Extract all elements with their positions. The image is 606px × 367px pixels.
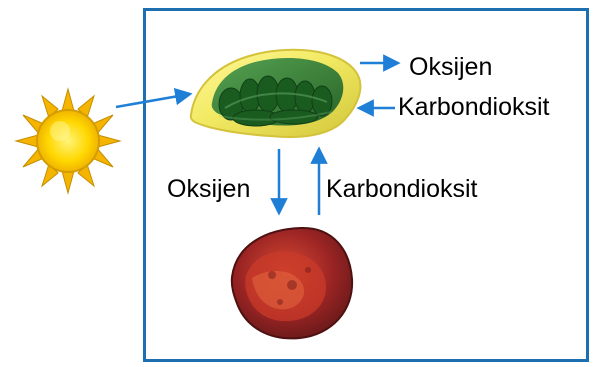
oxygen-label-left: Oksijen xyxy=(167,177,250,202)
carbon-dioxide-label-middle: Karbondioksit xyxy=(326,177,477,202)
sun-icon xyxy=(16,89,120,193)
oxygen-label-right: Oksijen xyxy=(409,55,492,80)
mitochondrion-icon xyxy=(232,228,352,338)
chloroplast-icon xyxy=(191,50,361,137)
carbon-dioxide-label-right: Karbondioksit xyxy=(398,95,549,120)
sun-to-chloroplast-arrow xyxy=(116,94,190,107)
